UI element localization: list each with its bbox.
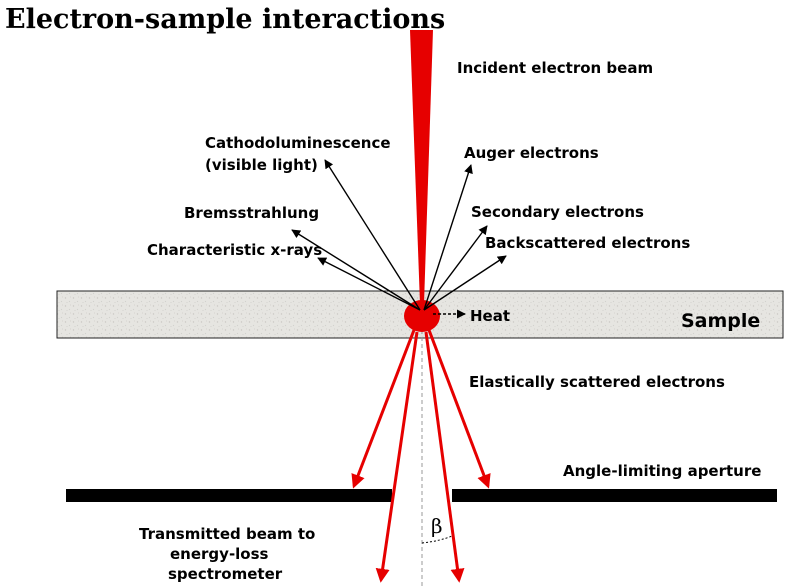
transmitted-label-line2: energy-loss <box>170 545 269 563</box>
elastic-arrow-left-outer <box>351 329 416 489</box>
characteristic-xray-label: Characteristic x-rays <box>147 241 322 259</box>
sample-label: Sample <box>681 310 760 332</box>
beta-symbol: β <box>431 514 443 538</box>
cathodoluminescence-label-line1: Cathodoluminescence <box>205 134 391 152</box>
transmitted-arrow-right <box>424 331 465 583</box>
diagram-title: Electron-sample interactions <box>5 4 445 35</box>
backscattered-label: Backscattered electrons <box>485 234 690 252</box>
auger-arrow <box>423 164 473 311</box>
characteristic-xray-arrow <box>317 257 421 311</box>
elastic-label: Elastically scattered electrons <box>469 373 725 391</box>
incident-beam-label: Incident electron beam <box>457 59 653 77</box>
transmitted-label-line1: Transmitted beam to <box>139 525 315 543</box>
aperture-bar-left <box>66 489 392 502</box>
transmitted-arrow-left <box>375 331 419 583</box>
incident-beam <box>410 30 433 304</box>
cathodoluminescence-label-line2: (visible light) <box>205 156 318 174</box>
bremsstrahlung-arrow <box>291 229 421 311</box>
aperture-bar-right <box>452 489 777 502</box>
beta-angle-arc <box>421 535 453 544</box>
elastic-arrow-right-outer <box>427 329 491 489</box>
bremsstrahlung-label: Bremsstrahlung <box>184 204 319 222</box>
cathodoluminescence-arrow <box>324 159 421 311</box>
secondary-label: Secondary electrons <box>471 203 644 221</box>
interaction-volume <box>404 300 440 332</box>
backscattered-arrow <box>423 255 507 311</box>
aperture-label: Angle-limiting aperture <box>563 462 761 480</box>
heat-label: Heat <box>470 307 510 325</box>
secondary-arrow <box>423 225 488 311</box>
transmitted-label-line3: spectrometer <box>168 565 283 583</box>
auger-label: Auger electrons <box>464 144 599 162</box>
